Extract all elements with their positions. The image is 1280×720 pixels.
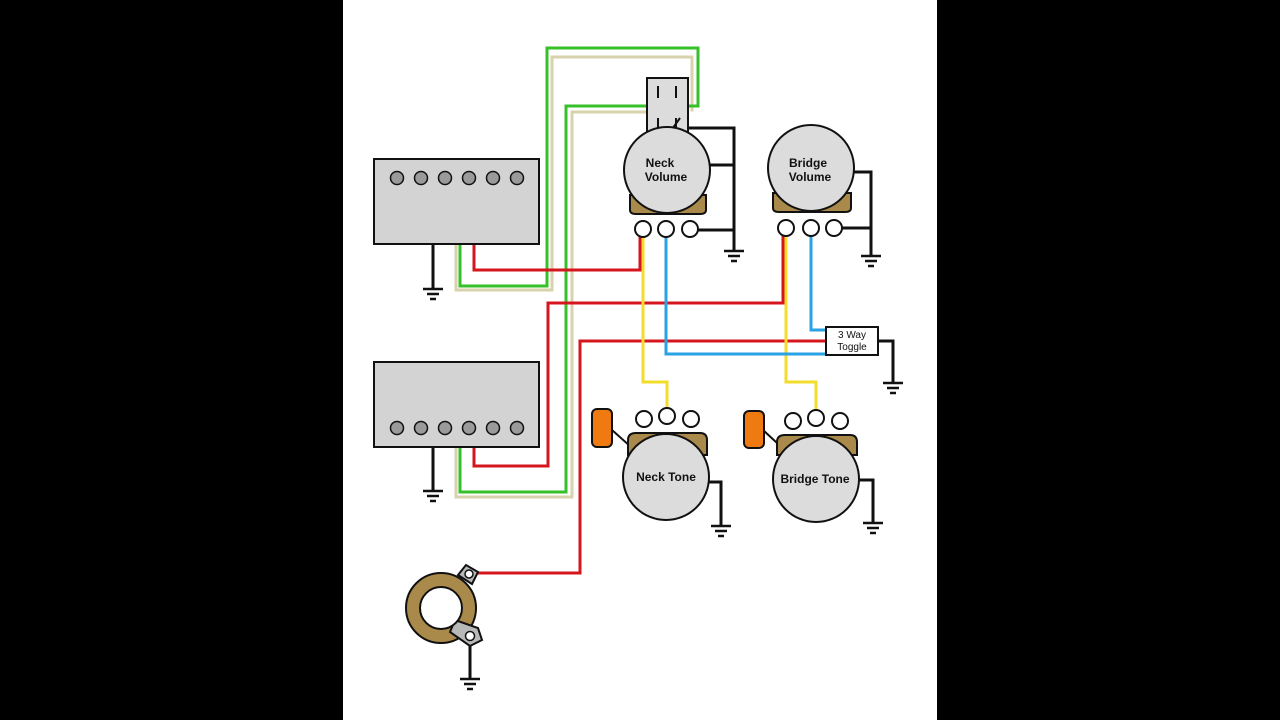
ground-icon: [423, 287, 443, 301]
letterbox-right: [937, 0, 1280, 720]
ground-icon: [861, 254, 881, 268]
wire-beige-bridge-pickup: [454, 110, 654, 499]
neck-pickup: [373, 158, 540, 245]
bridge-volume-label-2: Volume: [789, 170, 832, 184]
wire-green-bridge-pickup: [458, 104, 658, 494]
wire-yellow-bridge-tone: [784, 226, 818, 416]
letterbox-left: [0, 0, 343, 720]
wire-yellow-neck-tone: [641, 228, 669, 416]
capacitor-icon: [591, 408, 613, 448]
bridge-volume-label-1: Bridge: [789, 156, 827, 170]
pole-pieces: [389, 170, 525, 186]
toggle-label-1: 3 Way: [838, 330, 866, 341]
pot-lugs: [634, 220, 699, 238]
pot-lugs: [635, 407, 700, 428]
neck-tone-label: Neck Tone: [636, 470, 696, 484]
ground-icon: [863, 521, 883, 535]
wire-blue-bridge-toggle: [809, 226, 828, 332]
neck-volume-label-2: Volume: [645, 170, 688, 184]
neck-volume-pot: Neck Volume: [623, 126, 711, 238]
capacitor-icon: [743, 410, 765, 449]
ground-symbols: [423, 249, 903, 691]
neck-volume-label-1: Neck: [646, 156, 675, 170]
wire-beige-neck-pickup: [454, 55, 694, 292]
wire-red-output: [472, 339, 828, 575]
wire-black-switch: [686, 126, 736, 252]
toggle-label-2: Toggle: [837, 342, 867, 353]
wire-black-neck-tone: [707, 480, 723, 527]
bridge-tone-pot: Bridge Tone: [743, 409, 860, 523]
ground-icon: [724, 249, 744, 263]
ground-icon: [711, 524, 731, 538]
ground-icon: [883, 381, 903, 395]
wire-blue-neck-toggle: [664, 228, 828, 356]
wire-black-bridge-tone: [856, 478, 875, 524]
output-jack-icon: [405, 563, 484, 648]
bridge-tone-label: Bridge Tone: [780, 472, 849, 486]
wire-red-neck-hot: [472, 228, 642, 272]
toggle-switch-icon: 3 Way Toggle: [825, 326, 879, 356]
wire-green-neck-pickup: [458, 46, 700, 288]
neck-tone-pot: Neck Tone: [591, 407, 710, 521]
ground-icon: [460, 677, 480, 691]
wire-black-toggle: [876, 339, 895, 384]
pot-lugs: [784, 409, 849, 430]
wire-red-bridge-hot: [472, 226, 785, 468]
ground-icon: [423, 489, 443, 503]
pot-lugs: [777, 219, 843, 237]
bridge-volume-pot: Bridge Volume: [767, 124, 855, 237]
bridge-pickup: [373, 361, 540, 448]
pole-pieces: [389, 420, 525, 436]
